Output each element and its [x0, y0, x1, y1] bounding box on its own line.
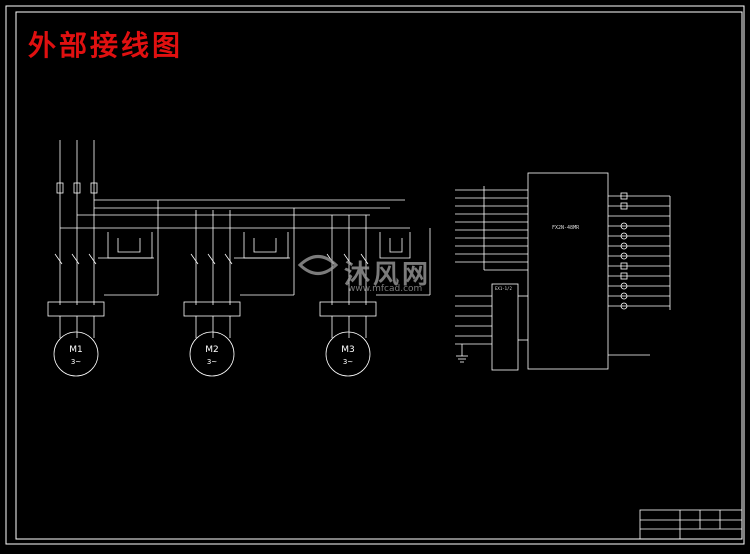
relay-label: EX1-1/2: [495, 286, 512, 291]
watermark-logo: [297, 255, 339, 275]
inner-border: [15, 11, 743, 540]
motor-label-1: M1: [69, 345, 83, 355]
motor-phase-label-3: 3~: [343, 358, 353, 366]
motor-phase-label-1: 3~: [71, 358, 81, 366]
outer-border: [5, 5, 745, 545]
motor-branch-2: [183, 208, 295, 377]
title-block: [639, 509, 743, 540]
motor-label-2: M2: [205, 345, 219, 355]
watermark-url: www.mfcad.com: [348, 284, 423, 294]
output-lamps: [620, 192, 628, 310]
plc-model-label: FX2N-48MR: [552, 225, 580, 231]
motor-phase-label-2: 3~: [207, 358, 217, 366]
motor-label-3: M3: [341, 345, 355, 355]
power-supply: [56, 140, 410, 265]
motor-branch-1: [47, 200, 159, 377]
drawing-title: 外部接线图: [28, 29, 184, 62]
plc-block: [455, 172, 671, 371]
motor-branch-3: [319, 215, 431, 377]
watermark-text: 沐风网: [344, 260, 432, 290]
